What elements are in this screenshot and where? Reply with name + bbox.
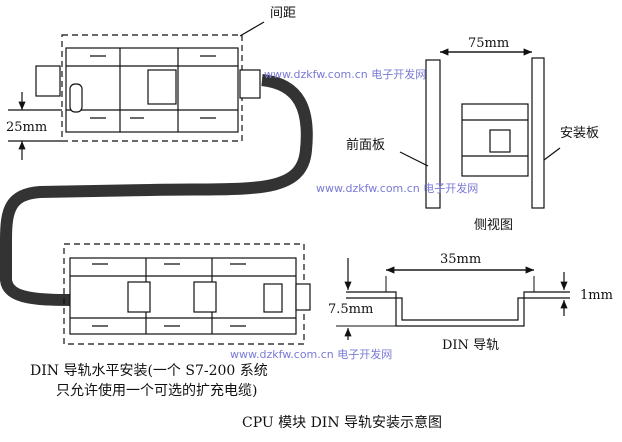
spacing-leader <box>239 21 265 37</box>
watermark-url: www.dzkfw.com.cn <box>264 68 368 81</box>
dimension-35mm-label: 35mm <box>440 252 482 267</box>
watermark-1: www.dzkfw.com.cn 电子开发网 <box>264 68 426 81</box>
side-view-label: 侧视图 <box>474 218 514 233</box>
watermark-site: 电子开发网 <box>423 182 479 195</box>
watermark-3: www.dzkfw.com.cn 电子开发网 <box>230 348 392 361</box>
mount-panel-label: 安装板 <box>560 126 600 141</box>
caption-line-1: DIN 导轨水平安装(一个 S7-200 系统 <box>30 363 268 379</box>
side-view <box>399 48 561 209</box>
watermark-site: 电子开发网 <box>371 68 427 81</box>
watermark-url: www.dzkfw.com.cn <box>316 182 420 195</box>
din-rail-profile <box>336 258 570 340</box>
upper-cpu-module <box>35 34 261 142</box>
dimension-7-5mm-label: 7.5mm <box>328 302 374 317</box>
dimension-75mm-label: 75mm <box>468 36 510 51</box>
dimension-25mm-label: 25mm <box>6 120 48 135</box>
dimension-1mm-label: 1mm <box>580 288 613 303</box>
spacing-label: 间距 <box>270 6 297 21</box>
front-panel-label: 前面板 <box>346 138 386 153</box>
watermark-url: www.dzkfw.com.cn <box>230 348 334 361</box>
figure-title: CPU 模块 DIN 导轨安装示意图 <box>242 415 443 431</box>
caption-line-2: 只允许使用一个可选的扩充电缆) <box>56 383 258 399</box>
watermark-site: 电子开发网 <box>337 348 393 361</box>
lower-module-assembly <box>63 243 311 345</box>
din-rail-label: DIN 导轨 <box>442 338 500 353</box>
dimension-25mm <box>8 92 62 160</box>
watermark-2: www.dzkfw.com.cn 电子开发网 <box>316 182 478 195</box>
